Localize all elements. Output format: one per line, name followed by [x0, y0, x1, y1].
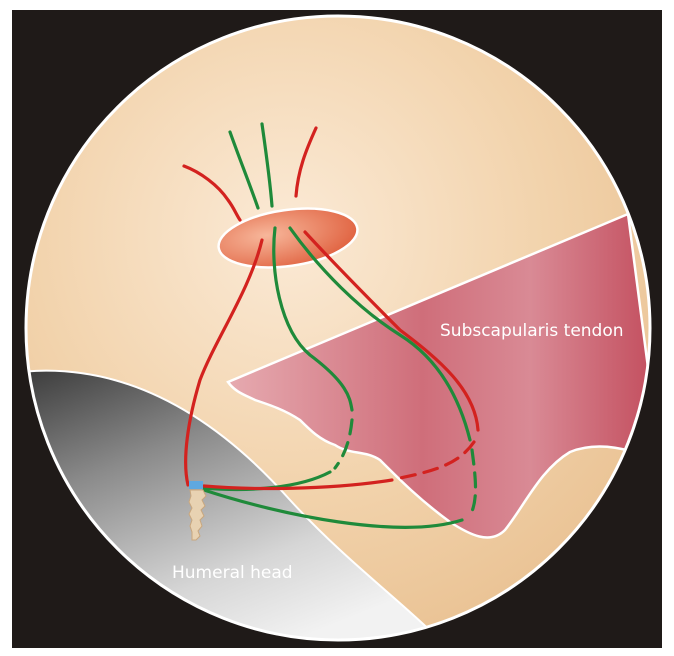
anchor-eyelet: [189, 481, 203, 489]
humeral-head-label: Humeral head: [172, 563, 293, 583]
subscapularis-tendon-label: Subscapularis tendon: [440, 321, 624, 341]
